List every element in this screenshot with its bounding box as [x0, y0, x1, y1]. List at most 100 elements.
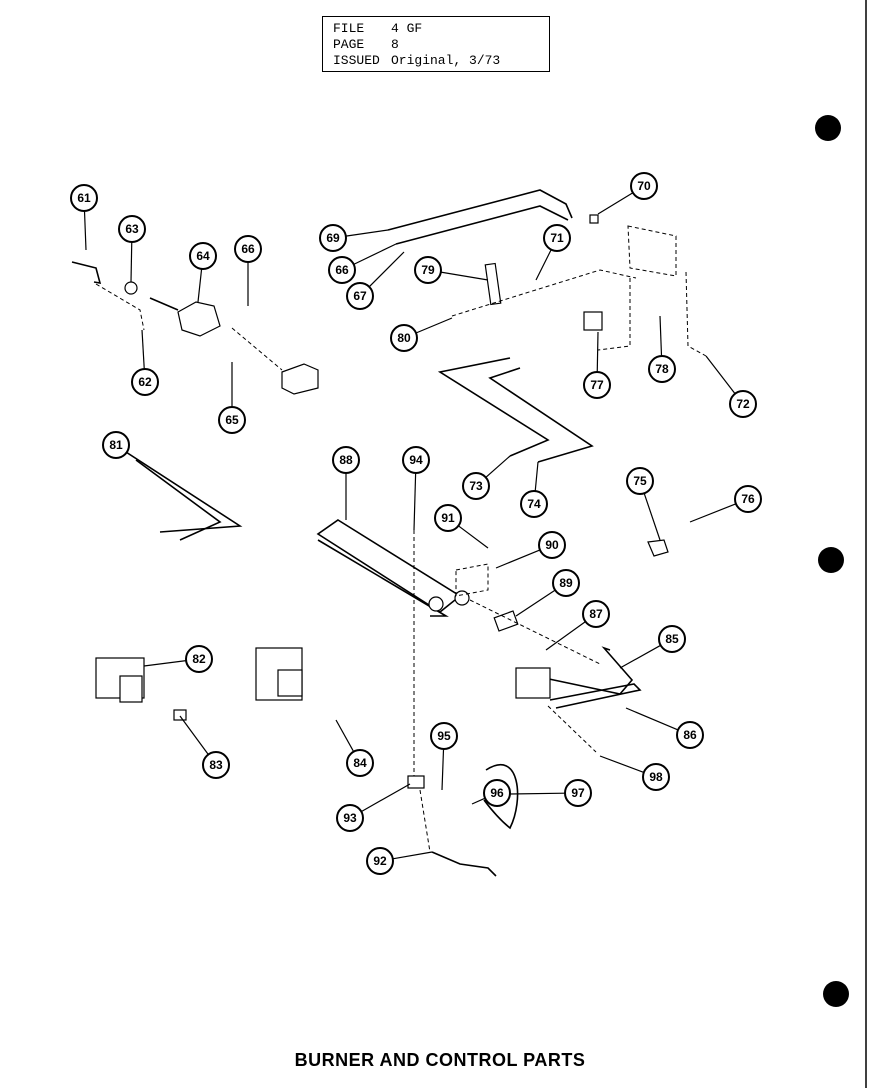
callout-circle: [70, 184, 98, 212]
callout-number: 71: [550, 231, 564, 245]
callout-80: 80: [390, 317, 453, 352]
callout-circle: [328, 256, 356, 284]
callout-69: 69: [319, 224, 389, 252]
leader-line: [515, 589, 556, 617]
callout-92: 92: [366, 847, 433, 875]
issued-label: ISSUED: [333, 53, 380, 68]
part-part-83: [173, 709, 187, 721]
binder-hole-middle: [818, 547, 844, 573]
callout-number: 86: [683, 728, 697, 742]
callout-number: 95: [437, 729, 451, 743]
callout-circle: [543, 224, 571, 252]
callout-number: 75: [633, 474, 647, 488]
callout-70: 70: [597, 172, 658, 215]
callout-circle: [390, 324, 418, 352]
diagram-title: BURNER AND CONTROL PARTS: [294, 1050, 586, 1070]
callout-65: 65: [218, 362, 246, 434]
callout-circle: [402, 446, 430, 474]
callout-number: 90: [545, 538, 559, 552]
callout-number: 67: [353, 289, 367, 303]
part-cover-65: [281, 363, 319, 395]
callout-number: 64: [196, 249, 210, 263]
part-valve-82a: [95, 657, 145, 703]
assembly-line: [231, 327, 283, 371]
callout-number: 78: [655, 362, 669, 376]
assembly-line: [419, 789, 431, 853]
callout-number: 63: [125, 222, 139, 236]
callout-number: 77: [590, 378, 604, 392]
callout-83: 83: [179, 715, 230, 779]
callout-circle: [202, 751, 230, 779]
assembly-line: [95, 283, 145, 331]
callout-number: 96: [490, 786, 504, 800]
part-knob-63: [124, 281, 138, 295]
callout-82: 82: [143, 645, 213, 673]
part-wire-97: [483, 763, 519, 830]
assembly-line: [547, 705, 597, 753]
callout-number: 88: [339, 453, 353, 467]
leader-line: [509, 792, 566, 795]
callout-number: 81: [109, 438, 123, 452]
callout-number: 83: [209, 758, 223, 772]
leader-line: [392, 851, 433, 860]
assembly-line: [597, 278, 631, 351]
callout-circle: [520, 490, 548, 518]
callout-circle: [185, 645, 213, 673]
callout-circle: [734, 485, 762, 513]
callout-61: 61: [70, 184, 98, 251]
leader-line: [471, 797, 486, 805]
leader-line: [689, 503, 737, 523]
callout-64: 64: [189, 242, 217, 303]
file-value: 4 GF: [391, 21, 423, 36]
callout-62: 62: [131, 329, 159, 396]
callout-63: 63: [118, 215, 146, 283]
callout-number: 87: [589, 607, 603, 621]
part-valve-82b: [255, 647, 303, 701]
assembly-line: [455, 563, 489, 597]
leader-line: [619, 644, 661, 669]
file-label: FILE: [333, 21, 365, 36]
callout-circle: [483, 779, 511, 807]
callout-circle: [366, 847, 394, 875]
part-orifice-89: [493, 610, 519, 632]
assembly-line: [451, 269, 637, 317]
callout-circle: [582, 600, 610, 628]
leader-line: [599, 755, 645, 773]
part-tubing-81: [125, 451, 243, 541]
callout-circle: [642, 763, 670, 791]
callout-85: 85: [619, 625, 686, 669]
callout-86: 86: [625, 707, 704, 749]
callout-circle: [462, 472, 490, 500]
callout-number: 62: [138, 375, 152, 389]
callout-number: 94: [409, 453, 423, 467]
part-bracket-70: [589, 214, 677, 277]
leader-line: [485, 455, 511, 478]
callout-number: 72: [736, 397, 750, 411]
callout-number: 89: [559, 576, 573, 590]
callout-circle: [346, 282, 374, 310]
leader-line: [335, 719, 355, 752]
callout-number: 70: [637, 179, 651, 193]
callout-number: 98: [649, 770, 663, 784]
leader-line: [141, 329, 145, 370]
leader-line: [458, 525, 489, 549]
callout-circle: [434, 504, 462, 532]
callout-73: 73: [462, 455, 511, 500]
part-bracket-61: [71, 261, 102, 284]
leader-line: [495, 549, 541, 569]
callout-circle: [118, 215, 146, 243]
callout-88: 88: [332, 446, 360, 520]
callout-96: 96: [471, 779, 511, 807]
callout-97: 97: [509, 779, 592, 807]
callout-number: 93: [343, 811, 357, 825]
callout-circle: [564, 779, 592, 807]
callout-87: 87: [545, 600, 610, 651]
callout-circle: [626, 467, 654, 495]
callout-75: 75: [626, 467, 661, 541]
callout-circle: [658, 625, 686, 653]
assembly-line: [469, 599, 601, 665]
callout-number: 66: [335, 263, 349, 277]
